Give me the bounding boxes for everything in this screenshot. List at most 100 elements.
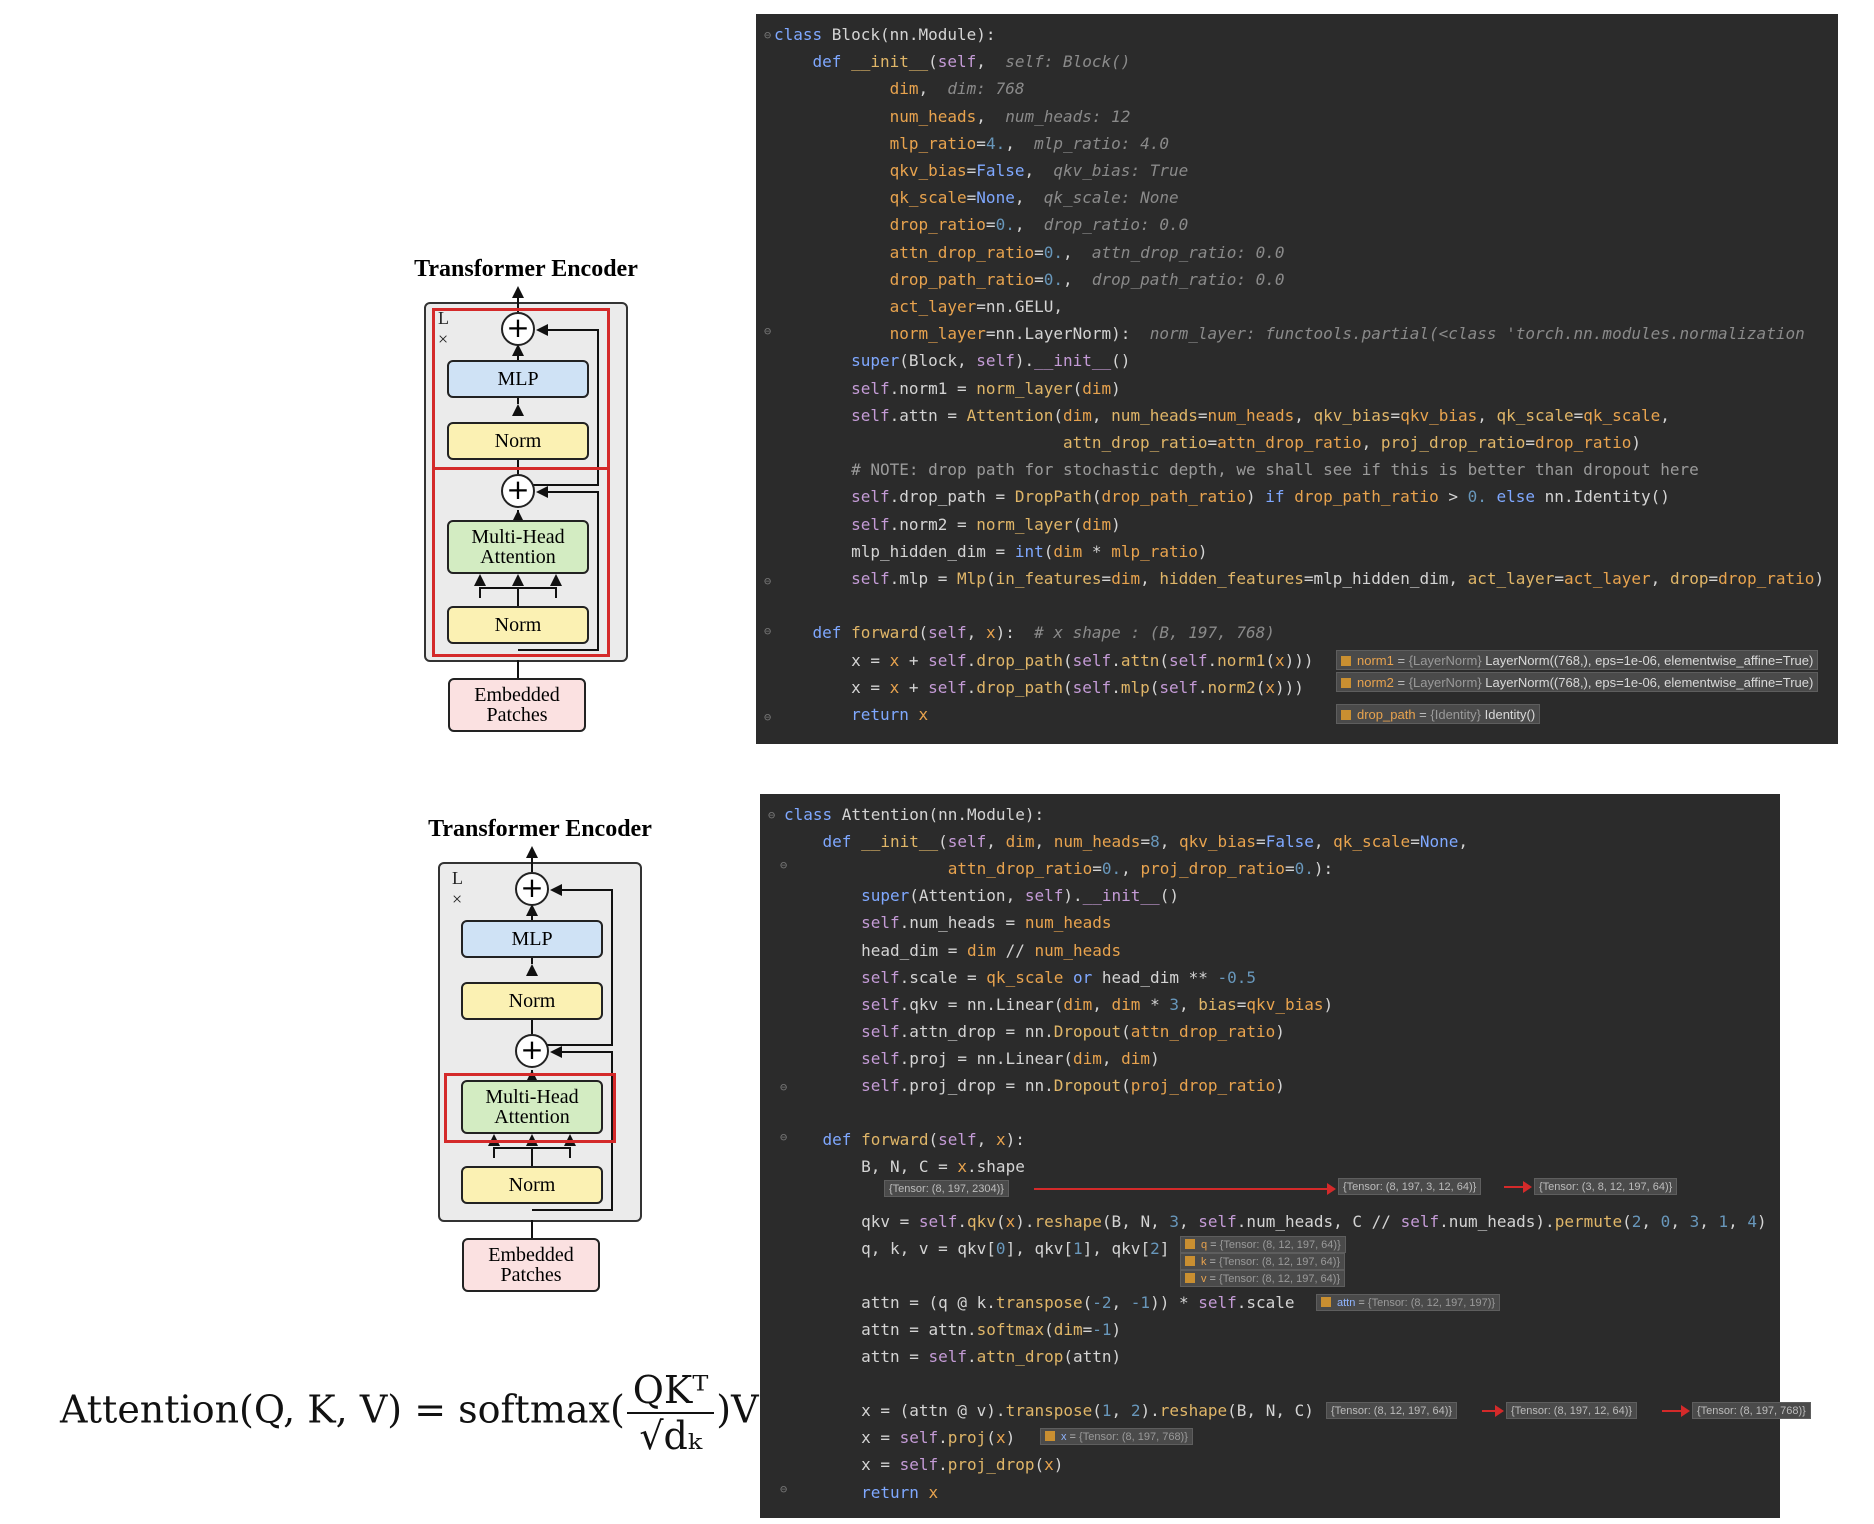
- code-line[interactable]: act_layer=nn.GELU,: [774, 296, 1063, 318]
- code-line[interactable]: self.drop_path = DropPath(drop_path_rati…: [774, 486, 1670, 508]
- code-token: ): [1053, 1455, 1064, 1475]
- code-token: *: [1140, 994, 1170, 1014]
- code-line[interactable]: drop_ratio=0., drop_ratio: 0.0: [774, 214, 1189, 236]
- code-line[interactable]: mlp_ratio=4., mlp_ratio: 4.0: [774, 133, 1169, 155]
- code-line[interactable]: attn = self.attn_drop(attn): [784, 1346, 1121, 1368]
- code-token: self: [1159, 677, 1198, 697]
- code-line[interactable]: x = (attn @ v).transpose(1, 2).reshape(B…: [784, 1400, 1314, 1422]
- code-line[interactable]: drop_path_ratio=0., drop_path_ratio: 0.0: [774, 269, 1285, 291]
- code-line[interactable]: self.num_heads = num_heads: [784, 912, 1111, 934]
- fold-marker-icon[interactable]: ⊖: [780, 1130, 788, 1144]
- code-line[interactable]: head_dim = dim // num_heads: [784, 940, 1121, 962]
- code-line[interactable]: norm_layer=nn.LayerNorm): norm_layer: fu…: [774, 323, 1805, 345]
- code-line[interactable]: super(Block, self).__init__(): [774, 350, 1130, 372]
- code-token: head_dim **: [1101, 967, 1218, 987]
- code-line[interactable]: return x: [774, 704, 928, 726]
- code-line[interactable]: self.norm2 = norm_layer(dim): [774, 514, 1121, 536]
- code-token: [784, 1049, 861, 1068]
- code-token: ,: [1034, 832, 1054, 852]
- code-line[interactable]: qkv = self.qkv(x).reshape(B, N, 3, self.…: [784, 1211, 1767, 1233]
- fold-marker-icon[interactable]: ⊖: [780, 1482, 788, 1496]
- code-line[interactable]: x = self.proj(x): [784, 1427, 1015, 1449]
- code-token: qkv_bias: [1246, 994, 1324, 1014]
- code-editor-block-class[interactable]: ⊖ ⊖ ⊖ ⊖ ⊖ class Block(nn.Module): def __…: [756, 14, 1838, 744]
- fold-marker-icon[interactable]: ⊖: [764, 574, 772, 588]
- code-token: =: [985, 215, 996, 235]
- code-token: =: [1390, 405, 1401, 425]
- code-line[interactable]: x = self.proj_drop(x): [784, 1454, 1063, 1476]
- embedded-label-line1: Embedded: [474, 684, 560, 706]
- code-token: Dropout: [1053, 1076, 1122, 1095]
- code-line[interactable]: # NOTE: drop path for stochastic depth, …: [774, 459, 1699, 481]
- code-line[interactable]: class Attention(nn.Module):: [784, 804, 1044, 826]
- fold-marker-icon[interactable]: ⊖: [764, 28, 772, 42]
- code-token: ).: [1140, 1401, 1160, 1421]
- code-line[interactable]: self.norm1 = norm_layer(dim): [774, 378, 1121, 400]
- code-line[interactable]: super(Attention, self).__init__(): [784, 885, 1179, 907]
- code-token: .norm2 =: [889, 514, 977, 534]
- code-token: ,: [1728, 1211, 1748, 1231]
- code-token: hidden_features: [1159, 569, 1304, 588]
- code-line[interactable]: q, k, v = qkv[0], qkv[1], qkv[2]: [784, 1238, 1169, 1260]
- code-line[interactable]: num_heads, num_heads: 12: [774, 106, 1131, 128]
- code-line[interactable]: attn_drop_ratio=attn_drop_ratio, proj_dr…: [774, 432, 1641, 454]
- code-line[interactable]: attn = (q @ k.transpose(-2, -1)) * self.…: [784, 1292, 1295, 1314]
- code-editor-attention-class[interactable]: ⊖ ⊖ ⊖ ⊖ ⊖ class Attention(nn.Module): de…: [760, 794, 1780, 1518]
- code-token: .proj_drop = nn.: [899, 1076, 1054, 1095]
- fold-marker-icon[interactable]: ⊖: [768, 808, 776, 822]
- code-line[interactable]: self.mlp = Mlp(in_features=dim, hidden_f…: [774, 568, 1824, 590]
- embedded-label-line2: Patches: [486, 704, 548, 726]
- code-token: None: [976, 188, 1015, 208]
- code-token: self: [1198, 1211, 1237, 1231]
- code-line[interactable]: self.attn = Attention(dim, num_heads=num…: [774, 405, 1670, 427]
- residual-add-icon: +: [501, 312, 535, 346]
- code-token: (: [1044, 1319, 1054, 1339]
- code-line[interactable]: B, N, C = x.shape: [784, 1156, 1025, 1178]
- code-line[interactable]: x = x + self.drop_path(self.attn(self.no…: [774, 650, 1313, 672]
- code-line[interactable]: self.scale = qk_scale or head_dim ** -0.…: [784, 967, 1256, 989]
- code-token: .: [1207, 650, 1218, 670]
- highlight-attention-block: [444, 1073, 616, 1143]
- fold-marker-icon[interactable]: ⊖: [764, 710, 772, 724]
- code-token: drop_path_ratio: 0.0: [1091, 269, 1285, 289]
- code-token: def: [822, 1130, 862, 1150]
- code-line[interactable]: self.proj_drop = nn.Dropout(proj_drop_ra…: [784, 1075, 1285, 1097]
- code-token: 1: [1718, 1211, 1729, 1231]
- code-line[interactable]: attn_drop_ratio=0., proj_drop_ratio=0.):: [784, 858, 1333, 880]
- variable-icon: [1341, 710, 1351, 720]
- code-token: .scale: [1236, 1292, 1295, 1312]
- code-line[interactable]: def __init__(self, self: Block(): [774, 51, 1131, 73]
- fold-marker-icon[interactable]: ⊖: [780, 858, 788, 872]
- code-token: ).: [1014, 351, 1035, 371]
- code-line[interactable]: dim, dim: 768: [774, 78, 1025, 100]
- code-token: =: [1236, 994, 1247, 1014]
- code-line[interactable]: class Block(nn.Module):: [774, 24, 996, 46]
- code-line[interactable]: mlp_hidden_dim = int(dim * mlp_ratio): [774, 541, 1207, 563]
- code-token: (: [1063, 650, 1073, 670]
- code-token: (Attention,: [909, 886, 1025, 906]
- code-line[interactable]: attn = attn.softmax(dim=-1): [784, 1319, 1121, 1341]
- code-token: =: [966, 161, 977, 180]
- fold-marker-icon[interactable]: ⊖: [764, 324, 772, 338]
- multi-head-attention-block: Multi-Head Attention: [461, 1080, 603, 1134]
- code-token: ,: [1650, 569, 1670, 588]
- code-token: qk_scale: None: [1043, 188, 1179, 208]
- fold-marker-icon[interactable]: ⊖: [764, 624, 772, 638]
- code-line[interactable]: def forward(self, x): # x shape : (B, 19…: [774, 622, 1275, 644]
- code-line[interactable]: def __init__(self, dim, num_heads=8, qkv…: [784, 831, 1468, 853]
- code-line[interactable]: attn_drop_ratio=0., attn_drop_ratio: 0.0: [774, 242, 1285, 264]
- code-token: transpose: [1005, 1401, 1093, 1421]
- code-line[interactable]: self.qkv = nn.Linear(dim, dim * 3, bias=…: [784, 994, 1333, 1016]
- code-line[interactable]: qkv_bias=False, qkv_bias: True: [774, 160, 1189, 182]
- code-line[interactable]: self.attn_drop = nn.Dropout(attn_drop_ra…: [784, 1021, 1285, 1043]
- fold-marker-icon[interactable]: ⊖: [780, 1080, 788, 1094]
- code-token: ,: [1477, 405, 1497, 425]
- code-line[interactable]: x = x + self.drop_path(self.mlp(self.nor…: [774, 677, 1304, 699]
- code-line[interactable]: qk_scale=None, qk_scale: None: [774, 187, 1179, 209]
- code-token: [774, 188, 890, 207]
- code-line[interactable]: return x: [784, 1482, 938, 1504]
- code-token: 1: [1073, 1238, 1083, 1258]
- code-line[interactable]: self.proj = nn.Linear(dim, dim): [784, 1048, 1160, 1070]
- code-token: int: [1014, 541, 1044, 561]
- code-line[interactable]: def forward(self, x):: [784, 1129, 1025, 1151]
